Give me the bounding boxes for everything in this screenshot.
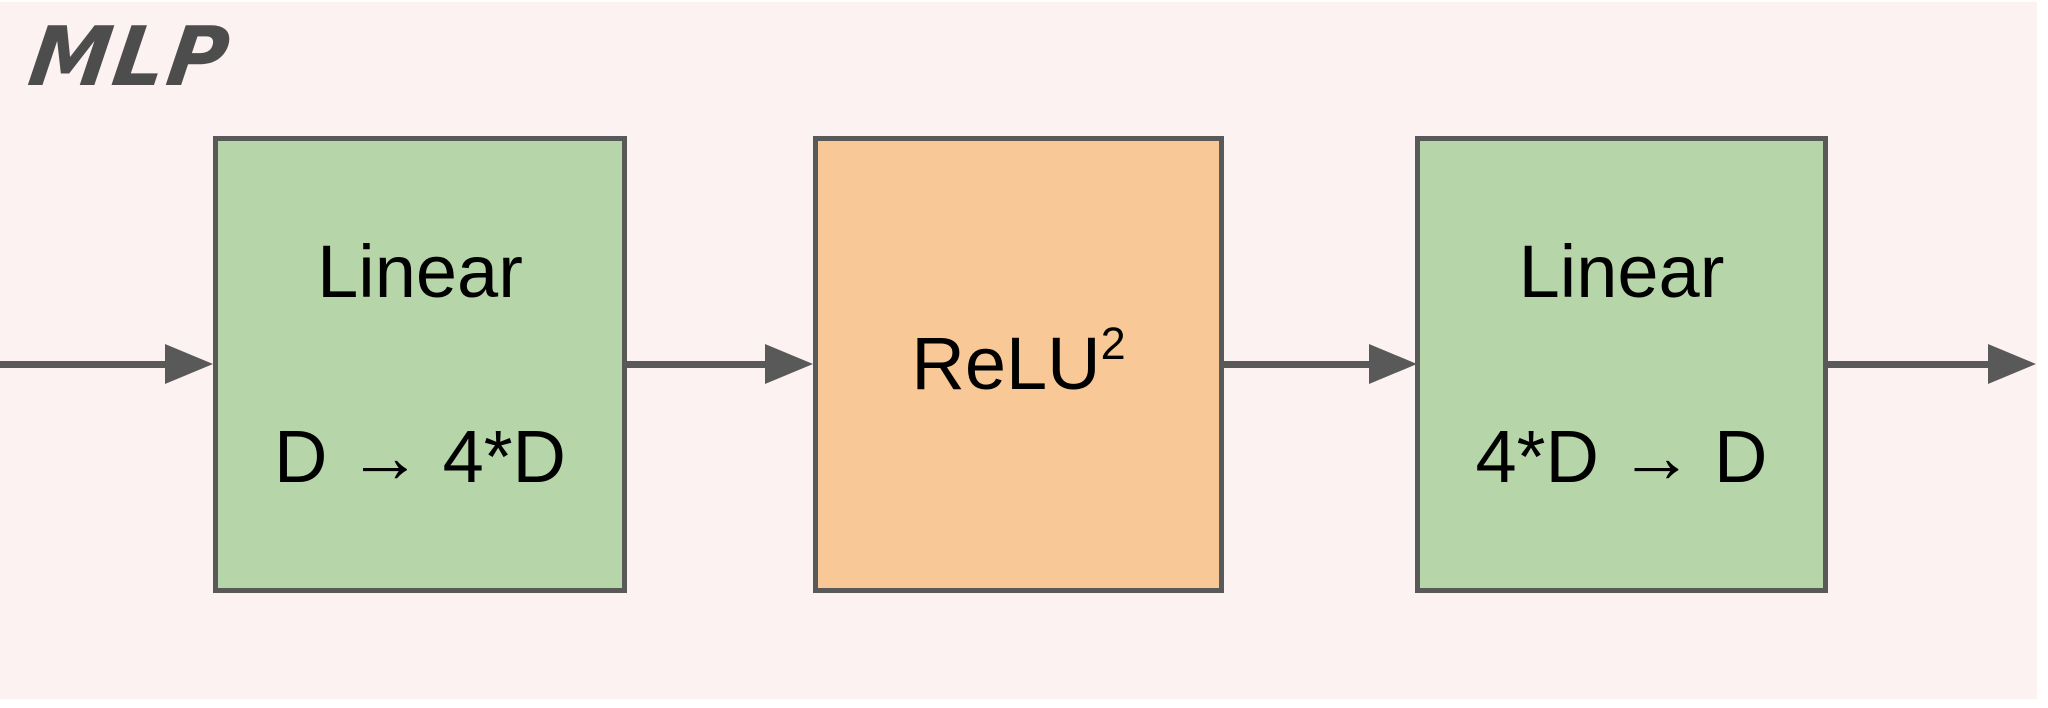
arrowhead-icon [1369, 344, 1417, 384]
arrow-shaft [0, 361, 173, 368]
superscript: 2 [1100, 318, 1126, 370]
block-sublabel: 4*D → D [1475, 414, 1768, 498]
arrow-shaft [627, 361, 773, 368]
block-sublabel: D → 4*D [274, 414, 566, 498]
arrowhead-icon [765, 344, 813, 384]
block-linear-expand: Linear D → 4*D [213, 136, 627, 593]
activation-name: ReLU [911, 322, 1101, 406]
mlp-diagram-canvas: MLP Linear D → 4*D ReLU2 Li [0, 2, 2037, 699]
block-label: Linear [317, 229, 523, 313]
arrow-relu-to-linear2 [1223, 344, 1417, 384]
block-label: ReLU2 [911, 318, 1126, 409]
arrow-shaft [1827, 361, 1996, 368]
block-activation-relu-squared: ReLU2 [813, 136, 1224, 593]
arrow-input [0, 344, 213, 384]
block-linear-project: Linear 4*D → D [1415, 136, 1828, 593]
block-label: Linear [1518, 229, 1725, 313]
arrow-linear1-to-relu [627, 344, 813, 384]
arrow-output [1827, 344, 2036, 384]
arrowhead-icon [1988, 344, 2036, 384]
arrow-shaft [1223, 361, 1377, 368]
arrowhead-icon [165, 344, 213, 384]
diagram-title: MLP [23, 10, 237, 105]
